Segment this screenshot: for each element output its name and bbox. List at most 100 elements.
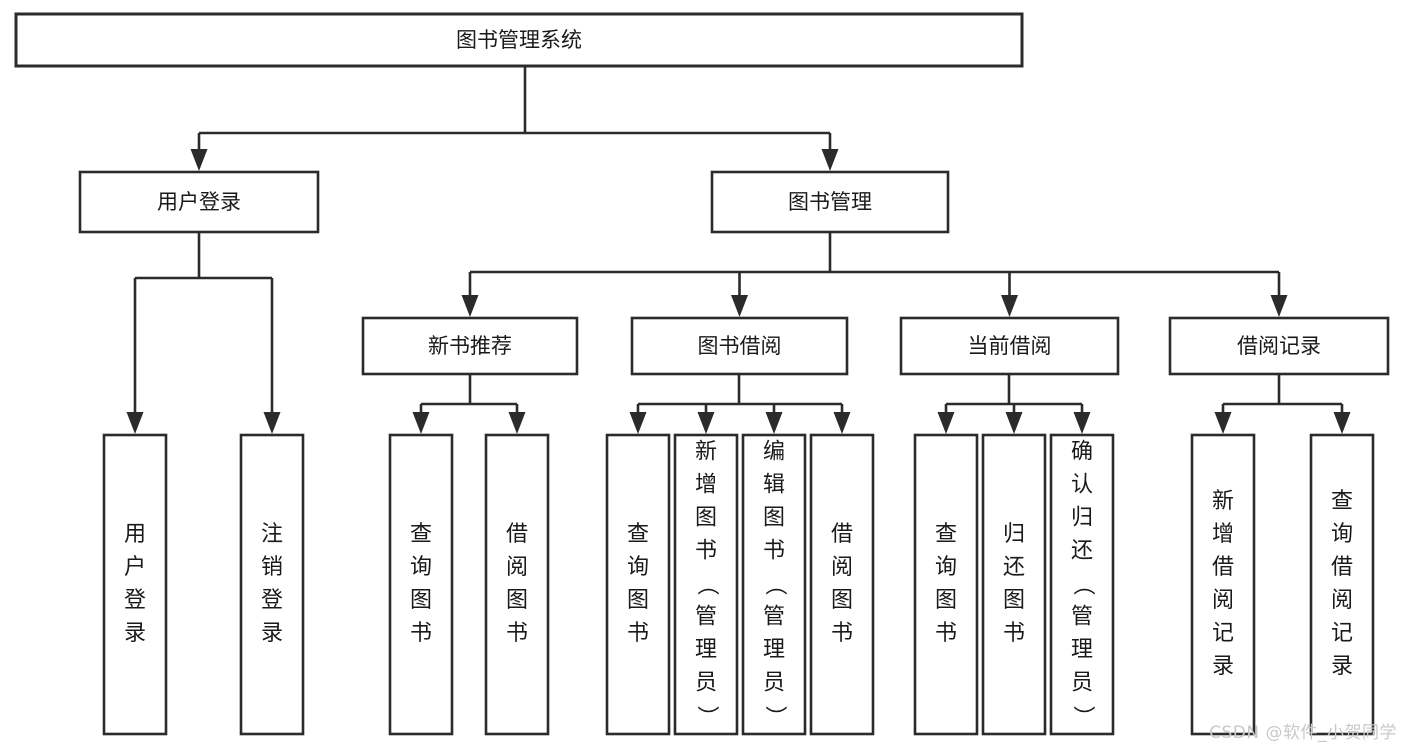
svg-text:理: 理 (1071, 638, 1093, 663)
svg-text:管: 管 (1071, 605, 1093, 630)
connector-user-login (126, 232, 281, 434)
svg-text:编: 编 (763, 440, 785, 465)
watermark-text: CSDN @软件_小贺同学 (1209, 723, 1397, 743)
svg-text:书: 书 (831, 621, 853, 646)
connector-root (190, 66, 839, 171)
svg-text:书: 书 (1003, 621, 1025, 646)
node-label-current-borrow: 当前借阅 (968, 334, 1052, 358)
node-borrow-record[interactable]: 借阅记录 (1168, 316, 1390, 376)
node-root[interactable]: 图书管理系统 (14, 12, 1024, 68)
svg-text:图: 图 (935, 588, 957, 613)
svg-text:管: 管 (695, 605, 717, 630)
svg-text:记: 记 (1331, 621, 1353, 646)
svg-text:查: 查 (1331, 489, 1353, 514)
svg-text:图: 图 (695, 506, 717, 531)
svg-text:阅: 阅 (1212, 588, 1234, 613)
node-book-borrow[interactable]: 图书借阅 (630, 316, 849, 376)
node-book-manage[interactable]: 图书管理 (710, 170, 950, 234)
svg-text:录: 录 (1331, 654, 1353, 679)
connector-edges-group (126, 66, 1351, 434)
svg-text:书: 书 (763, 539, 785, 564)
svg-text:户: 户 (124, 555, 146, 580)
svg-text:书: 书 (627, 621, 649, 646)
svg-text:阅: 阅 (831, 555, 853, 580)
node-leaf-user-login[interactable]: 用户登录 (102, 433, 168, 736)
svg-text:借: 借 (506, 522, 528, 547)
svg-text:图: 图 (1003, 588, 1025, 613)
svg-text:记: 记 (1212, 621, 1234, 646)
svg-text:询: 询 (410, 555, 432, 580)
svg-text:员: 员 (1071, 671, 1093, 696)
svg-text:查: 查 (627, 522, 649, 547)
svg-text:询: 询 (627, 555, 649, 580)
svg-text:录: 录 (261, 621, 283, 646)
svg-text:阅: 阅 (1331, 588, 1353, 613)
svg-text:询: 询 (935, 555, 957, 580)
svg-text:新: 新 (1212, 489, 1234, 514)
svg-text:理: 理 (763, 638, 785, 663)
svg-text:借: 借 (1212, 555, 1234, 580)
svg-text:登: 登 (261, 588, 283, 613)
node-label-borrow-record: 借阅记录 (1237, 334, 1321, 358)
svg-text:销: 销 (261, 555, 283, 580)
node-current-borrow[interactable]: 当前借阅 (899, 316, 1120, 376)
svg-text:管: 管 (763, 605, 785, 630)
svg-text:书: 书 (410, 621, 432, 646)
svg-text:还: 还 (1071, 539, 1093, 564)
svg-text:查: 查 (410, 522, 432, 547)
node-label-book-borrow: 图书借阅 (698, 334, 782, 358)
connector-borrow-record (1214, 374, 1351, 434)
svg-text:增: 增 (1212, 522, 1234, 547)
svg-text:书: 书 (506, 621, 528, 646)
node-user-login[interactable]: 用户登录 (78, 170, 320, 234)
svg-text:增: 增 (695, 473, 717, 498)
node-label-root: 图书管理系统 (456, 28, 582, 52)
svg-text:）: ） (762, 705, 787, 727)
svg-text:注: 注 (261, 522, 283, 547)
node-label-book-manage: 图书管理 (788, 190, 872, 214)
svg-text:阅: 阅 (506, 555, 528, 580)
svg-text:（: （ (762, 573, 787, 595)
node-new-book-rec[interactable]: 新书推荐 (361, 316, 579, 376)
svg-text:书: 书 (695, 539, 717, 564)
svg-text:还: 还 (1003, 555, 1025, 580)
svg-text:询: 询 (1331, 522, 1353, 547)
node-label-leaf-user-login: 用户登录 (124, 522, 146, 646)
svg-text:录: 录 (1212, 654, 1234, 679)
svg-text:认: 认 (1071, 473, 1093, 498)
svg-text:辑: 辑 (763, 473, 785, 498)
svg-text:归: 归 (1003, 522, 1025, 547)
svg-text:（: （ (1070, 573, 1095, 595)
node-label-new-book-rec: 新书推荐 (428, 334, 512, 358)
nodes-group: 图书管理系统用户登录图书管理新书推荐图书借阅当前借阅借阅记录用户登录注销登录查询… (14, 12, 1390, 736)
svg-text:书: 书 (935, 621, 957, 646)
svg-text:理: 理 (695, 638, 717, 663)
svg-text:录: 录 (124, 621, 146, 646)
svg-text:借: 借 (831, 522, 853, 547)
svg-text:（: （ (694, 573, 719, 595)
